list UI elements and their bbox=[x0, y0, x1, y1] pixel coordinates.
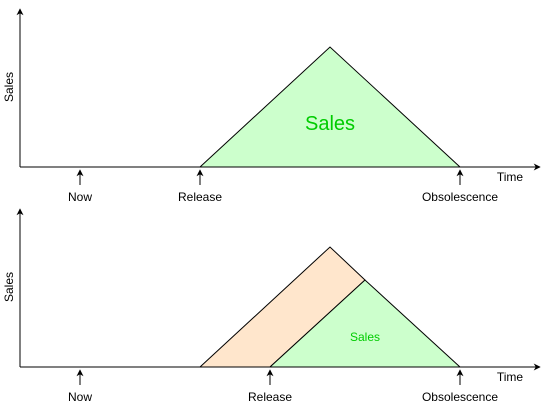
top-diagram: Sales Time Sales Now Release Obsolescenc… bbox=[2, 8, 541, 204]
top-sales-label: Sales bbox=[305, 113, 355, 135]
bottom-diagram: Sales Time Sales Now Release Obsolescenc… bbox=[2, 208, 541, 404]
bottom-now-label: Now bbox=[68, 390, 92, 404]
top-sales-area bbox=[198, 46, 462, 168]
bottom-sales-label: Sales bbox=[350, 330, 380, 344]
bottom-obsolescence-label: Obsolescence bbox=[422, 390, 498, 404]
top-obsolescence-label: Obsolescence bbox=[422, 190, 498, 204]
top-x-axis-label: Time bbox=[497, 170, 524, 184]
bottom-x-axis-label: Time bbox=[497, 370, 524, 384]
top-now-label: Now bbox=[68, 190, 92, 204]
top-y-axis-label: Sales bbox=[2, 72, 16, 102]
bottom-y-axis-label: Sales bbox=[2, 272, 16, 302]
top-release-label: Release bbox=[178, 190, 222, 204]
bottom-release-label: Release bbox=[248, 390, 292, 404]
